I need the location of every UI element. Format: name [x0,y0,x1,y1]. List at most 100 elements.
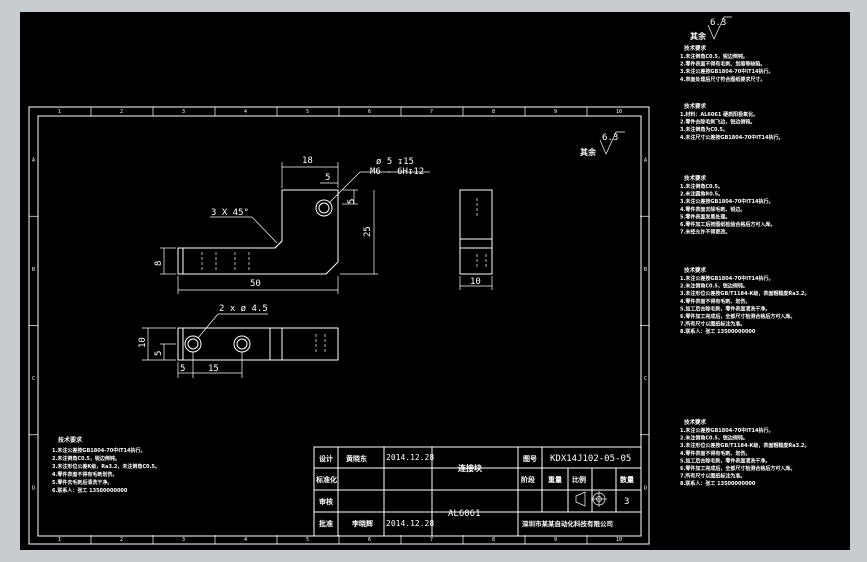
zone-col-label: 2 [120,537,123,543]
svg-text:技术要求: 技术要求 [58,436,83,444]
svg-text:其余: 其余 [580,147,597,157]
right-note-line: 1.未注倒角C0.5，锐边倒钝。 [680,53,748,60]
right-note-line: 3.未注形位公差按GB/T1184-K级，表面粗糙度Ra3.2。 [680,442,809,449]
zone-col-label: 10 [616,109,622,115]
zone-col-label: 4 [244,109,247,115]
right-note-line: 7.所有尺寸以图纸标注为准。 [680,321,745,328]
inner-frame [37,115,642,537]
zone-col-label: 5 [306,109,309,115]
zone-col-label: 5 [306,537,309,543]
zone-col-label: 7 [430,537,433,543]
right-note-line: 5.加工后去除毛刺，零件表面清洗干净。 [680,305,770,312]
zone-row-label: A [644,158,647,164]
right-note-line: 3.未注公差按GB1804-70中IT14执行。 [680,68,773,75]
designer-name: 黄晓东 [346,454,367,463]
projection-symbol-icon [575,491,607,507]
right-note-line: 4.零件表面不得有毛刺、划伤。 [680,450,750,457]
right-note-line: 7.所有尺寸以图纸标注为准。 [680,473,745,480]
hole-callout-2: M6 - 6H↧12 [370,167,424,177]
zone-col-label: 7 [430,109,433,115]
material: AL6061 [448,509,481,519]
right-note-line: 8.联系人：张工 13500000000 [680,480,756,487]
zone-row-label: B [644,267,647,273]
designer-label: 设计 [319,454,333,463]
zone-row-label: D [32,485,35,491]
zone-col-label: 6 [368,109,371,115]
svg-text:6.3: 6.3 [710,18,726,28]
design-date: 2014.12.28 [386,453,434,462]
right-note-line: 2.未注倒角C0.5，锐边倒钝。 [680,283,748,290]
dim-height-25: 25 [363,226,373,237]
weight-label: 重量 [548,475,562,484]
right-note-line: 1.未注倒角C0.5。 [680,183,723,190]
zone-row-label: B [32,267,35,273]
right-note-line: 2.未注圆角R0.5。 [680,191,723,198]
dim-tab-5a: 5 [325,173,330,183]
left-note-line: 1.未注公差按GB1804-70中IT14执行。 [52,447,145,454]
right-note-title: 技术要求 [684,174,707,182]
right-note-line: 1.材料：AL6061 硬质阳极氧化。 [680,111,758,118]
left-note-line: 5.零件去毛刺后清洗干净。 [52,479,112,486]
title-block: 设计 黄晓东 2014.12.28 标准化 审核 批准 李晓辉 2014.12.… [313,446,642,537]
hole-callout-1: ø 5 ↧15 [376,157,414,167]
chamfer-callout: 3 X 45° [211,208,249,218]
company-name: 深圳市某某自动化科技有限公司 [522,519,613,528]
roughness-symbol-sheet: 其余 6.3 [580,131,625,157]
right-note-line: 4.表面处理后尺寸符合图纸要求尺寸。 [680,76,765,83]
dim-tab-5b: 5 [347,199,357,204]
dim-top-height-5: 5 [154,351,164,356]
zone-col-label: 1 [58,537,61,543]
dim-length-50: 50 [250,279,261,289]
zone-col-label: 8 [492,537,495,543]
zone-col-label: 3 [182,537,185,543]
zone-col-label: 1 [58,109,61,115]
right-note-line: 1.未注公差按GB1804-70中IT14执行。 [680,275,773,282]
right-note-line: 3.未注形位公差按GB/T1184-K级，表面粗糙度Ra3.2。 [680,290,809,297]
zone-row-label: D [644,485,647,491]
approver-label: 批准 [319,519,333,528]
holes-callout: 2 x ø 4.5 [219,304,268,314]
left-note-line: 6.联系人：张工 13500000000 [52,487,128,494]
right-note-line: 4.未注尺寸公差按GB1804-70中IT14执行。 [680,134,783,141]
right-note-title: 技术要求 [684,418,707,426]
approver-name: 李晓辉 [351,519,373,528]
right-note-title: 技术要求 [684,266,707,274]
zone-col-label: 10 [616,537,622,543]
left-note-line: 4.零件表面不得有毛刺划伤。 [52,471,117,478]
zone-col-label: 8 [492,109,495,115]
right-note-line: 8.联系人：张工 13500000000 [680,328,756,335]
zone-col-label: 3 [182,109,185,115]
right-roughness-symbol: 其余 6.3 [690,16,732,41]
right-note-line: 1.未注公差按GB1804-70中IT14执行。 [680,427,773,434]
right-note-line: 6.零件加工后按图纸检验合格后方可入库。 [680,221,775,228]
zone-col-label: 4 [244,537,247,543]
dim-height-8: 8 [154,261,164,266]
right-note-line: 3.未注倒角为C0.5。 [680,126,728,133]
qty-value: 3 [624,497,629,507]
right-note-line: 2.零件表面不得有毛刺、划痕等缺陷。 [680,61,765,68]
scale-label: 比例 [572,475,586,484]
left-technical-notes: 技术要求 1.未注公差按GB1804-70中IT14执行。2.未注倒角C0.5，… [52,436,160,494]
zone-row-label: C [32,376,35,382]
right-note-line: 3.未注公差按GB1804-70中IT14执行。 [680,198,773,205]
right-note-title: 技术要求 [684,102,707,110]
drawing-no-label: 图号 [523,454,537,463]
dim-side-width-10: 10 [470,277,481,287]
right-note-title: 技术要求 [684,44,707,52]
dim-top-offset-5: 5 [180,364,185,374]
dim-width-top: 18 [302,156,313,166]
zone-col-label: 6 [368,537,371,543]
part-name: 连接块 [458,463,483,473]
zone-col-label: 9 [554,537,557,543]
zone-col-label: 9 [554,109,557,115]
right-note-line: 5.加工后去除毛刺，零件表面清洗干净。 [680,457,770,464]
right-note-line: 6.零件加工完成后，全部尺寸检测合格后方可入库。 [680,313,795,320]
zone-col-label: 2 [120,109,123,115]
right-note-line: 7.未经允许不得更改。 [680,229,730,236]
top-view: 2 x ø 4.5 10 5 5 15 [138,304,339,378]
qty-label: 数量 [620,475,634,484]
right-note-line: 5.零件表面发黑处理。 [680,213,730,220]
